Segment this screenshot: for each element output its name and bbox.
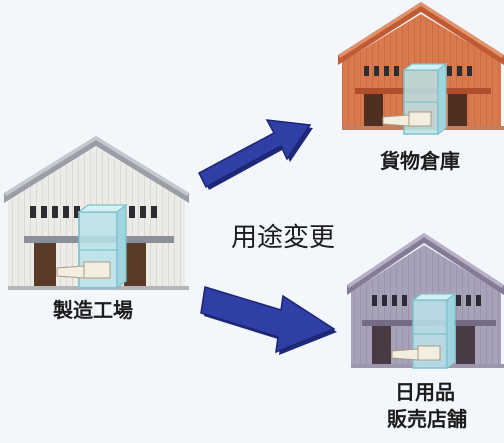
arrow-icon — [200, 286, 337, 355]
store-label-line1: 日用品 — [395, 380, 455, 404]
store-label-line2: 販売店舗 — [387, 407, 467, 431]
change-of-use-label: 用途変更 — [230, 223, 335, 253]
elevator-icon — [56, 203, 128, 290]
elevator-icon — [391, 292, 457, 370]
arrow-icon — [198, 119, 313, 190]
warehouse-label: 貨物倉庫 — [380, 149, 460, 173]
elevator-icon — [382, 62, 448, 136]
factory-label: 製造工場 — [53, 298, 133, 322]
